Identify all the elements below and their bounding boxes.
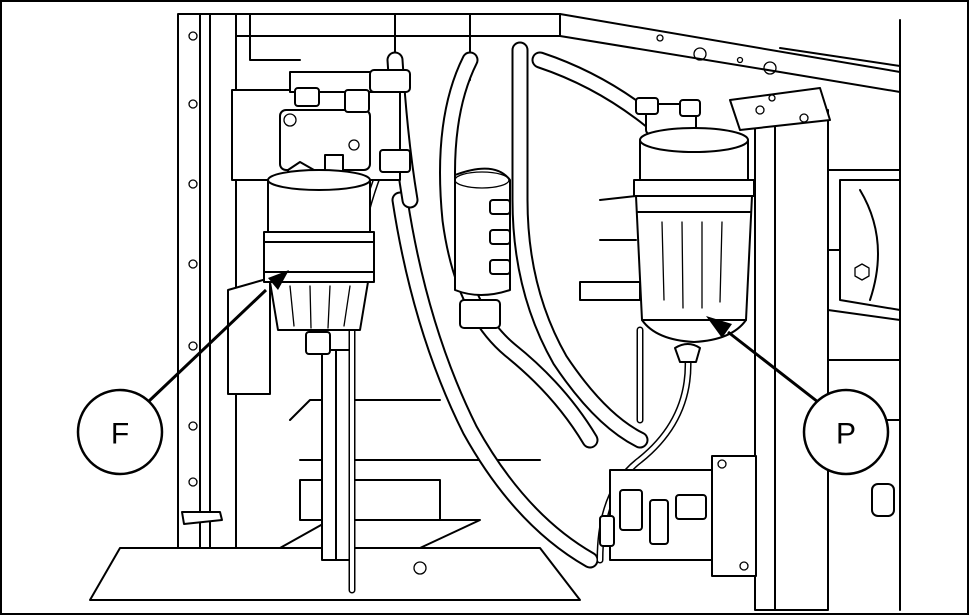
callout-f-label: F <box>111 418 129 451</box>
filter-f <box>231 69 411 355</box>
callout-p-arrowhead <box>706 316 732 338</box>
center-canister <box>454 167 511 329</box>
callout-f-arrowhead <box>268 270 289 290</box>
callout-f: F <box>76 270 289 476</box>
callout-p-circle <box>802 388 890 476</box>
callout-p-label: P <box>836 418 856 451</box>
callout-p: P <box>706 316 890 476</box>
chassis-frame <box>89 13 901 611</box>
callout-p-leader <box>727 330 819 404</box>
callout-f-leader <box>146 288 268 404</box>
support-post <box>321 349 351 561</box>
callout-f-circle <box>76 388 164 476</box>
connector-block <box>599 455 757 577</box>
